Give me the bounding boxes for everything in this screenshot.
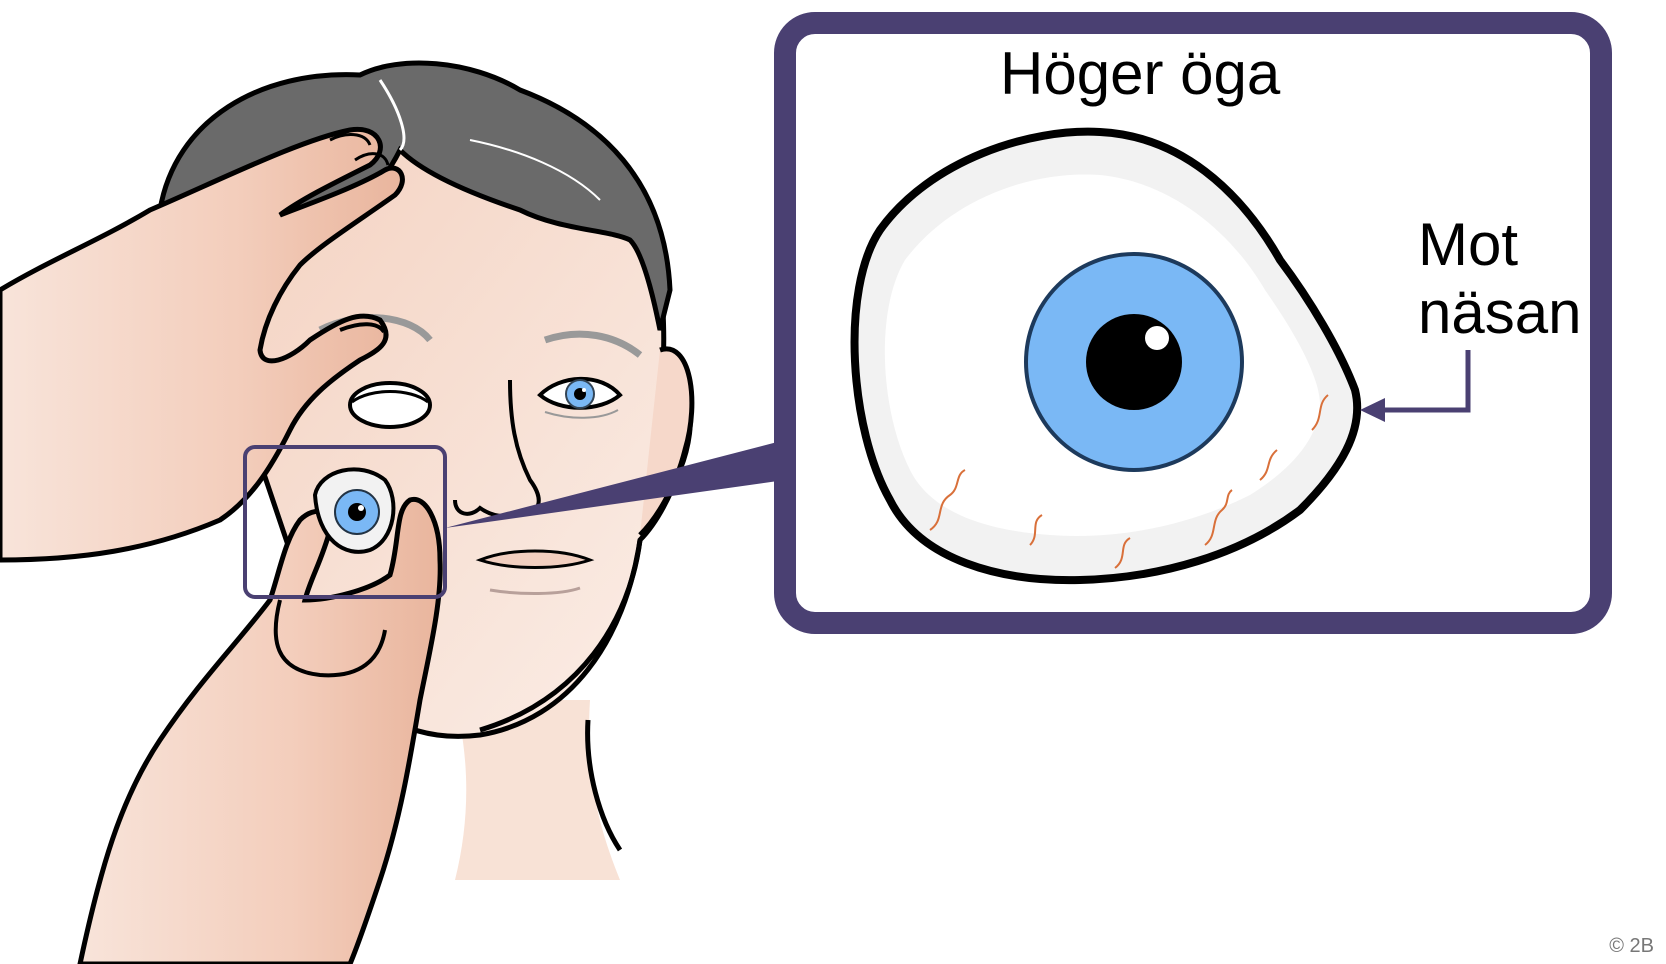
eyebrow-left [543, 330, 643, 358]
diagram-title: Höger öga [1000, 40, 1281, 107]
neck [455, 700, 620, 880]
lower-hand [77, 496, 443, 964]
copyright: © 2B [1609, 935, 1654, 957]
neck-line [585, 719, 623, 852]
connector-wedge [445, 440, 785, 528]
highlight [1145, 326, 1169, 350]
nose-label-line-2: näsan [1418, 279, 1582, 346]
magnify-frame-small [243, 445, 447, 599]
upper-hand-shape [0, 126, 405, 563]
lower-hand-shape [77, 496, 443, 964]
pupil [1086, 314, 1182, 410]
arrow-icon [1360, 350, 1471, 422]
empty-eye-socket [348, 381, 432, 429]
prosthetic-eye-large [850, 127, 1362, 585]
left-eye [537, 376, 623, 419]
upper-hand [0, 126, 405, 563]
veins [929, 394, 1329, 569]
mouth [475, 549, 595, 569]
prosthetic-eye-small [312, 467, 396, 554]
nose-label-line-1: Mot [1418, 211, 1519, 278]
